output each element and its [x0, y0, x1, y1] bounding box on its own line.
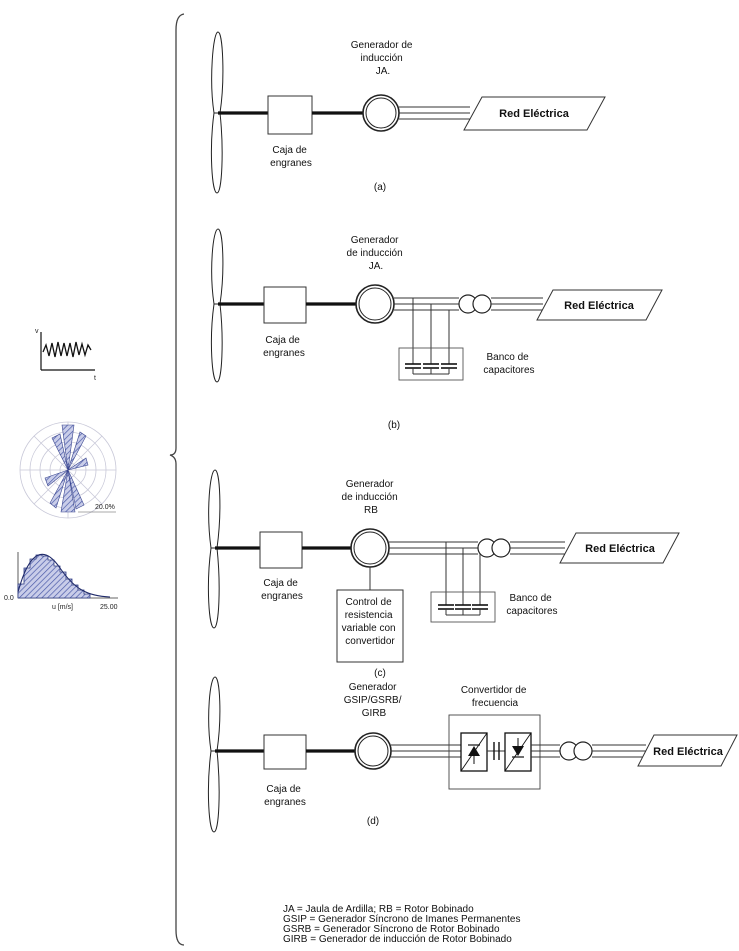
capacitor-label: Banco de capacitores	[506, 593, 557, 617]
turbine-blade	[210, 228, 224, 383]
gearbox-label: Caja de engranes	[270, 145, 312, 169]
histogram-x-min: 0.0	[4, 595, 14, 602]
grid-label: Red Eléctrica	[499, 108, 570, 120]
turbine-blade	[207, 676, 221, 833]
grid-parallelogram	[637, 734, 738, 767]
grid-parallelogram	[463, 96, 606, 131]
grid-parallelogram	[536, 289, 663, 321]
generator-label: Generador de inducción JA.	[351, 40, 416, 77]
converter-label: Convertidor de frecuencia	[461, 685, 529, 709]
caption-a: (a)	[374, 182, 386, 193]
gearbox-label: Caja de engranes	[261, 578, 303, 602]
gearbox-label: Caja de engranes	[264, 784, 306, 808]
generator-circle	[350, 528, 390, 568]
wind-histogram: 0.0 u [m/s] 25.00	[4, 552, 118, 611]
grid-parallelogram	[559, 532, 680, 564]
wind-speed-plot: v t	[35, 328, 96, 382]
generator-circle	[362, 94, 400, 132]
capacitor-bank-box	[430, 591, 496, 623]
abbreviation-legend: JA = Jaula de Ardilla; RB = Rotor Bobina…	[283, 904, 520, 945]
gearbox-box	[259, 531, 303, 569]
diagram-c: Red Eléctrica Control de resistencia var…	[207, 469, 680, 679]
caption-b: (b)	[388, 420, 400, 431]
histogram-x-max: 25.00	[100, 604, 118, 611]
generator-circle	[354, 732, 392, 770]
legend-line: GSRB = Generador Síncrono de Rotor Bobin…	[283, 924, 500, 935]
wind-rose: 20.0%	[19, 421, 117, 519]
capacitor-label: Banco de capacitores	[483, 352, 534, 376]
diagram-b: Red Eléctrica Generador de inducción JA.…	[210, 228, 663, 431]
generator-label: Generador de inducción JA.	[347, 235, 406, 272]
gearbox-box	[263, 286, 307, 324]
gearbox-box	[263, 734, 307, 770]
grid-label: Red Eléctrica	[585, 543, 656, 555]
wind-speed-x-label: t	[94, 375, 96, 382]
histogram-x-label: u [m/s]	[52, 604, 73, 611]
caption-d: (d)	[367, 816, 379, 827]
control-label: Control de resistencia variable con conv…	[342, 597, 399, 647]
legend-line: GIRB = Generador de inducción de Rotor B…	[283, 934, 512, 945]
caption-c: (c)	[374, 668, 386, 679]
legend-line: GSIP = Generador Síncrono de Imanes Perm…	[283, 914, 520, 925]
frequency-converter-box	[448, 714, 541, 790]
control-box	[336, 589, 404, 663]
grid-label: Red Eléctrica	[653, 746, 724, 758]
wind-rose-scale: 20.0%	[95, 504, 115, 511]
diagram-d: Red Eléctrica Generador GSIP/GSRB/ GIRB …	[207, 676, 738, 833]
turbine-blade	[210, 31, 224, 194]
generator-label: Generador de inducción RB	[342, 479, 401, 516]
grid-label: Red Eléctrica	[564, 300, 635, 312]
generator-label: Generador GSIP/GSRB/ GIRB	[344, 682, 405, 719]
wind-speed-y-label: v	[35, 328, 39, 335]
legend-line: JA = Jaula de Ardilla; RB = Rotor Bobina…	[283, 904, 474, 915]
grouping-brace	[169, 13, 185, 946]
gearbox-label: Caja de engranes	[263, 335, 305, 359]
capacitor-bank-box	[398, 347, 464, 381]
generator-circle	[355, 284, 395, 324]
diagram-a: Red Eléctrica Generador de inducción JA.…	[210, 31, 606, 194]
gearbox-box	[267, 95, 313, 135]
